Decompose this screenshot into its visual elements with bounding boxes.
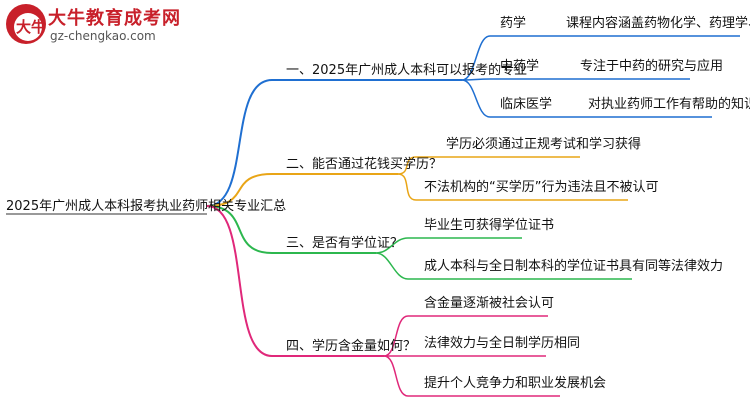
branch-1-child-1-label: 药学	[500, 15, 526, 31]
logo-mark: 大牛	[16, 18, 47, 36]
branch-2-connector	[206, 173, 273, 207]
branch-2-child-2-connector	[397, 173, 417, 201]
branch-1-child-1-connector	[461, 35, 491, 81]
branch-2-label: 二、能否通过花钱买学历？	[286, 156, 442, 172]
branch-3-child-2-label: 成人本科与全日制本科的学位证书具有同等法律效力	[424, 258, 723, 274]
branch-4-child-1-label: 含金量逐渐被社会认可	[424, 295, 554, 311]
branch-2-child-1-label: 学历必须通过正规考试和学习获得	[446, 136, 641, 152]
branch-4-child-2-label: 法律效力与全日制学历相同	[424, 335, 580, 351]
branch-3-child-1-label: 毕业生可获得学位证书	[424, 217, 554, 233]
root-node-label: 2025年广州成人本科报考执业药师相关专业汇总	[6, 199, 286, 214]
branch-1-child-2-detail: 专注于中药的研究与应用	[580, 58, 723, 74]
branch-3-child-2-connector	[375, 252, 409, 280]
branch-2-child-1-connector	[397, 156, 417, 175]
mind-map-edges	[6, 35, 740, 397]
branch-1-child-2-label: 中药学	[500, 58, 539, 74]
site-logo: 大牛 大牛教育成考网 gz-chengkao.com	[4, 2, 180, 48]
branch-1-child-3-detail: 对执业药师工作有帮助的知识	[588, 96, 750, 112]
branch-1-label: 一、2025年广州成人本科可以报考的专业	[286, 62, 527, 78]
branch-1-child-3-connector	[461, 79, 491, 118]
logo-title: 大牛教育成考网	[48, 8, 181, 29]
branch-1-connector	[206, 79, 273, 207]
branch-4-child-3-label: 提升个人竞争力和职业发展机会	[424, 375, 606, 391]
logo-url: gz-chengkao.com	[50, 29, 156, 43]
branch-4-child-3-connector	[383, 355, 409, 397]
branch-3-label: 三、是否有学位证？	[286, 235, 403, 251]
branch-3-child-1-connector	[375, 237, 409, 254]
logo-badge-icon: 大牛	[6, 4, 46, 44]
branch-1-child-3-label: 临床医学	[500, 96, 552, 112]
branch-4-child-1-connector	[383, 315, 409, 357]
branch-4-connector	[206, 205, 273, 357]
branch-4-label: 四、学历含金量如何？	[286, 338, 416, 354]
branch-2-child-2-label: 不法机构的“买学历”行为违法且不被认可	[424, 179, 658, 195]
branch-3-connector	[206, 205, 273, 254]
branch-1-child-1-detail: 课程内容涵盖药物化学、药理学、药剂学等	[566, 15, 750, 31]
